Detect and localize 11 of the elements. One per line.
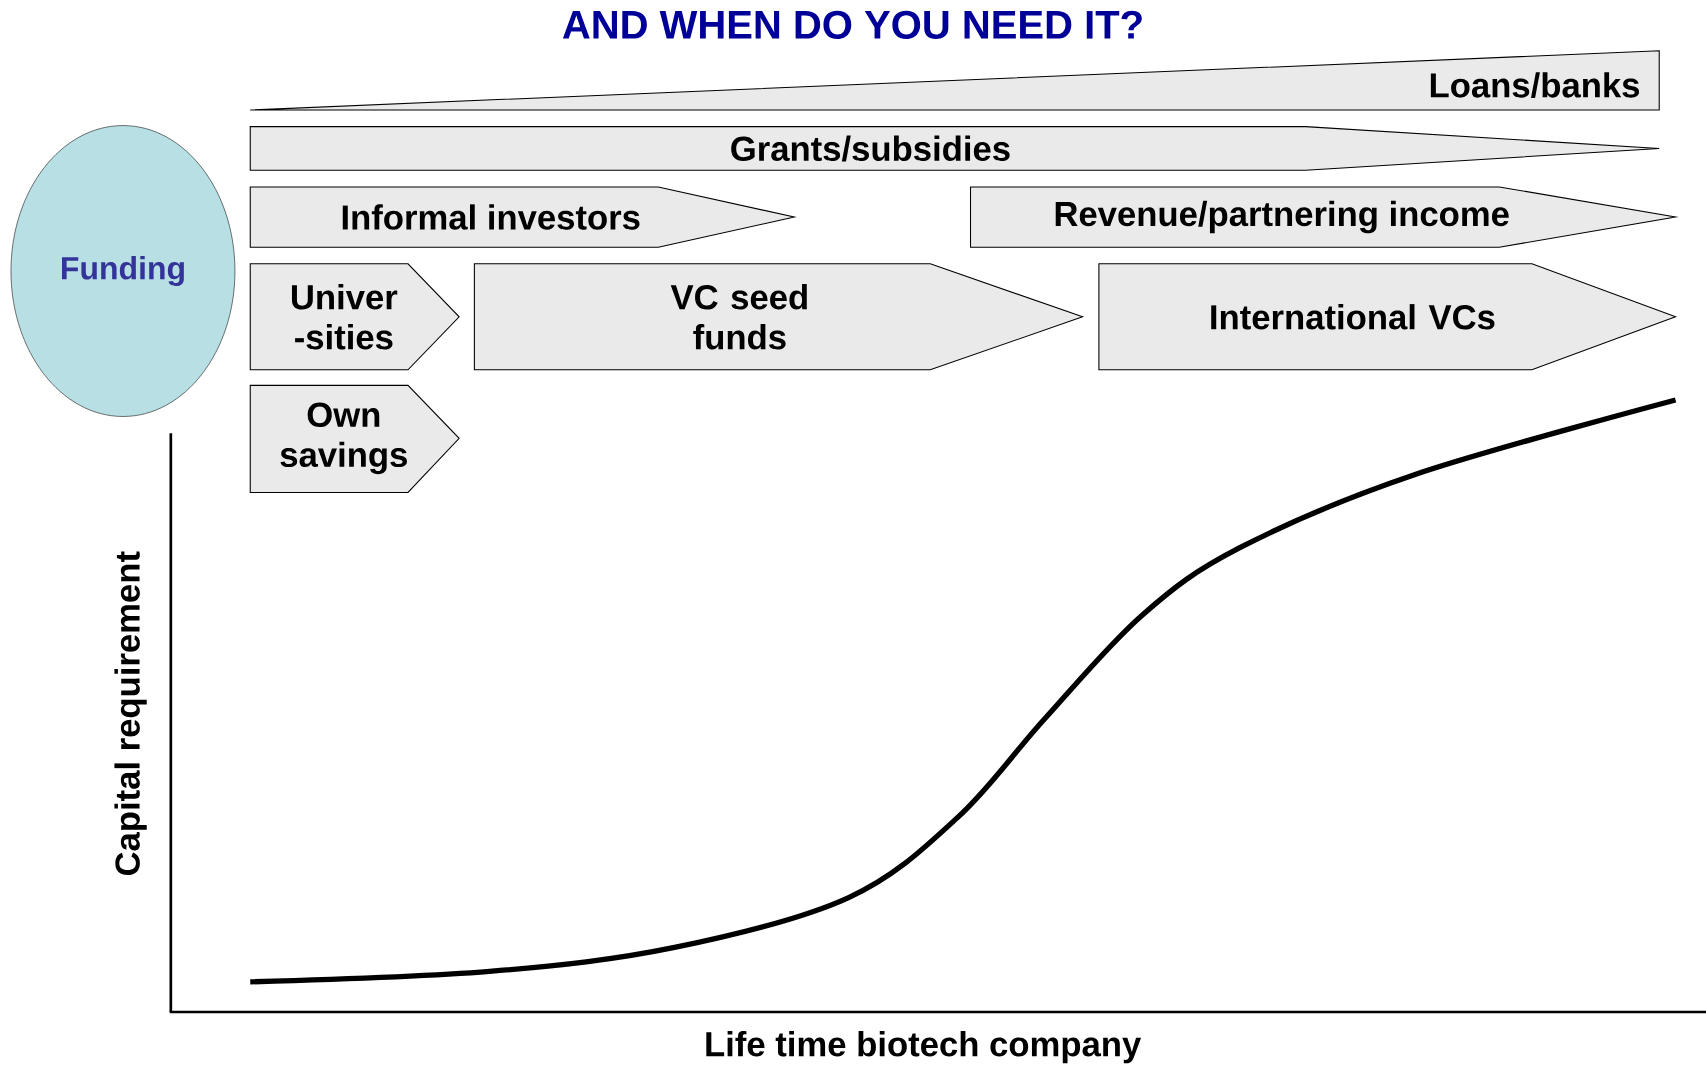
title: AND WHEN DO YOU NEED IT? bbox=[562, 10, 1142, 39]
arrow-banner: Own savings bbox=[249, 384, 460, 493]
arrow-banner: VC seed funds bbox=[473, 263, 1085, 371]
wedge-banner: Loans/banks bbox=[249, 50, 1660, 111]
arrow-banner: Informal investors bbox=[249, 186, 797, 248]
arrow-banner: International VCs bbox=[1098, 263, 1678, 371]
arrow-banner: Univer -sities bbox=[249, 263, 460, 371]
arrow-banner: Revenue/partnering income bbox=[969, 186, 1679, 248]
arrow-banner: Grants/subsidies bbox=[249, 126, 1660, 171]
axis-title: Capital requirement bbox=[114, 551, 147, 876]
axis-title: Life time biotech company bbox=[706, 1031, 1142, 1064]
